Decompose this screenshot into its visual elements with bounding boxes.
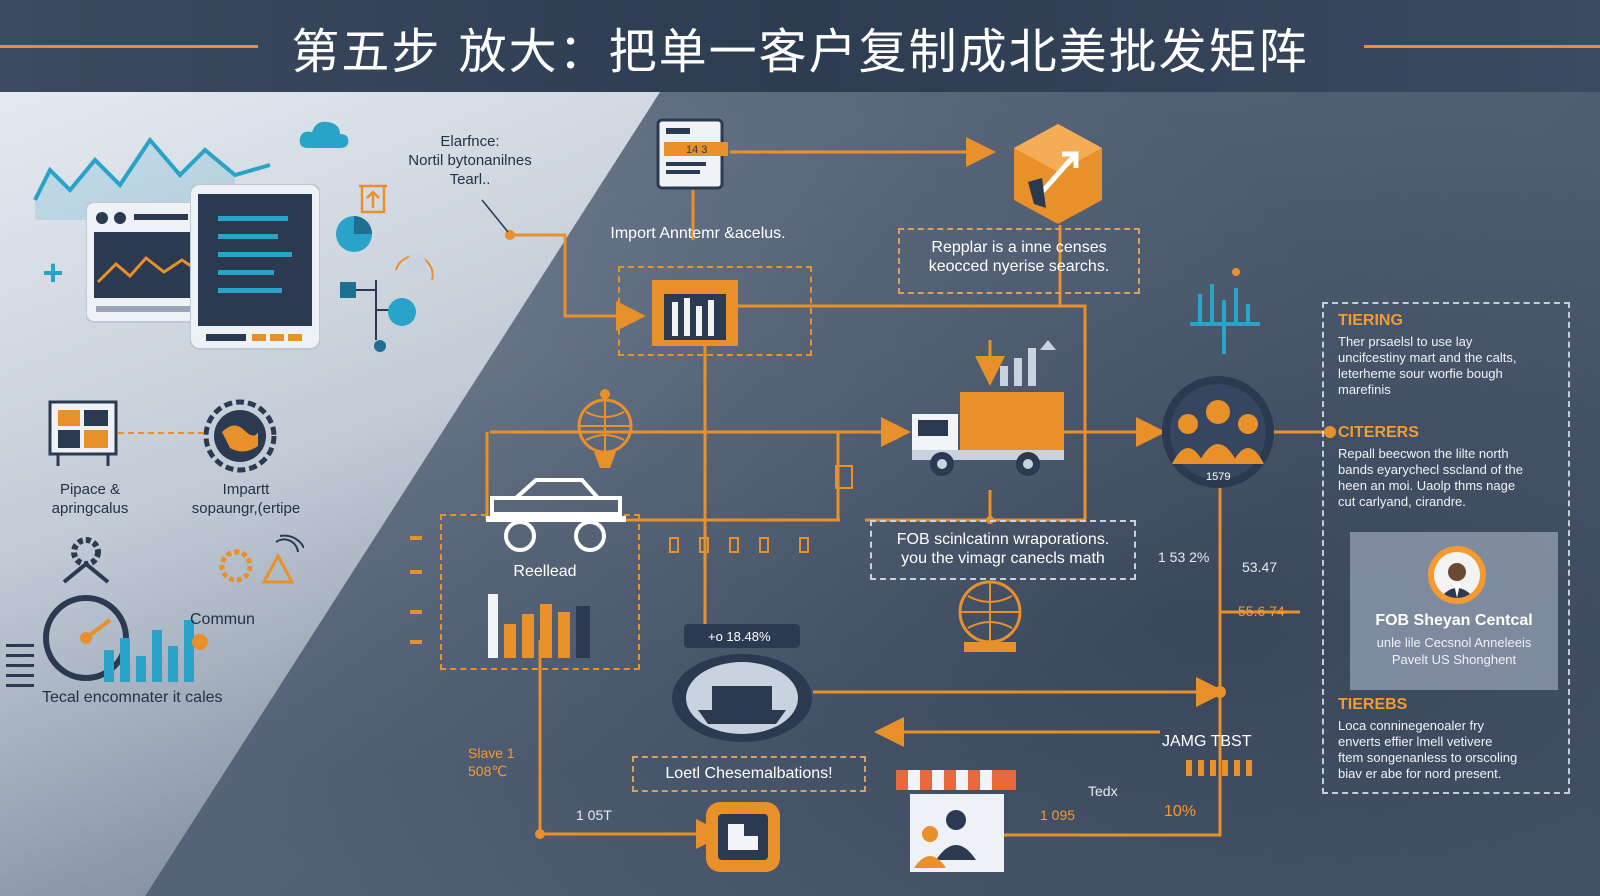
globe-gear-icon [200,396,280,476]
top-callout-text: Elarfnce: Nortil bytonanilnes Tearl.. [408,133,532,188]
n-1532: 1 53 2% [1158,549,1210,565]
pipace-label: Pipace & apringcalus [51,481,129,517]
section-tiering: TIERING Ther prsaelsl to use lay uncifce… [1330,312,1566,398]
loetl-box [632,756,866,792]
bar-chart-icon [484,584,604,660]
mountain-chart-icon [30,120,280,220]
repplar-text: Repplar is a inne censes keocced nyerise… [928,239,1110,275]
loetl-label: Loetl Chesemalbations! [665,765,833,782]
header-bar: 第五步 放大：把单一客户复制成北美批发矩阵 [0,0,1600,92]
slave-label: Slave 1 508℃ [468,745,515,779]
section-tierebs: TIEREBS Loca conninegenoaler fry enverts… [1330,696,1566,782]
n-5674: 55.6 74 [1238,603,1285,619]
n-5347: 53.47 [1242,559,1278,575]
section-tiering-head: TIERING [1338,312,1403,329]
jamg-label: JAMG TBST [1162,733,1252,750]
pie-chart-icon [334,214,374,254]
fob-box [870,520,1136,580]
section-tierebs-text: Loca conninegenoaler fry enverts effier … [1338,718,1518,781]
repplar-box [898,228,1140,294]
hub-label: 1579 [1206,471,1230,483]
globe-badge: +o 18.48% [708,629,771,644]
teal-bars-icon [1184,264,1264,354]
section-tierebs-head: TIEREBS [1338,696,1408,713]
plus-icon: + [42,252,64,293]
document-code: 14 3 [686,144,707,156]
commun-label: Commun [190,611,255,628]
bar-growth-icon [996,340,1056,386]
impartt-label: Impartt sopaungr,(ertipe [191,481,301,517]
upload-frame-icon [356,178,390,216]
section-tiering-text: Ther prsaelsl to use lay uncifcestiny ma… [1338,334,1517,397]
delivery-truck-icon [908,384,1068,480]
warehouse-building-icon [650,278,740,348]
cloud-icon [296,116,352,152]
section-citerers-head: CITERERS [1338,424,1419,441]
pct-10: 10% [1164,803,1197,820]
globe-basket-icon [950,578,1030,658]
fob-text: FOB scinlcatinn wraporations. you the vi… [896,531,1110,567]
puzzle-app-icon [704,800,782,874]
section-citerers-text: Repall beecwon the lilte north bands eya… [1338,446,1523,509]
gear-people-icon [56,534,116,584]
jamg-bars-icon [1184,756,1254,778]
monitor-chart-icon [86,202,206,332]
n-1095: 1 095 [1040,807,1076,823]
tecal-label: Tecal encomnater it cales [42,689,223,706]
reellead-label: Reellead [513,563,577,580]
storefront-meeting-icon [896,770,1016,874]
avatar [1428,546,1486,604]
n-105t: 1 05T [576,807,612,823]
network-nodes-icon [336,250,446,360]
profile-card: FOB Sheyan Centcal unle lile Cecsnol Ann… [1350,532,1558,690]
profile-name: FOB Sheyan Centcal [1375,612,1533,629]
tedx-label: Tedx [1088,783,1118,799]
import-label: Import Anntemr &acelus. [610,225,786,242]
right-info-panel [1322,302,1570,794]
dashboard-kiosk-icon [48,400,118,470]
callout-leader-line [481,199,509,233]
monitor-list-icon [190,184,320,354]
conveyor-car-icon [486,476,626,556]
header-line-right [1364,45,1600,48]
lantern-globe-icon [574,386,636,476]
header-line-left [0,45,258,48]
left-vertical-marks [408,530,428,660]
people-hub-icon: 1579 [1158,374,1278,494]
dashed-link-left [118,432,208,434]
import-box [618,266,812,356]
gauge-bars-icon [40,590,210,685]
person-icon [1440,563,1474,598]
profile-subtitle: unle lile Cecsnol Anneleeis Pavelt US Sh… [1376,635,1532,667]
page-title: 第五步 放大：把单一客户复制成北美批发矩阵 [291,24,1309,80]
gear-triangle-icon [214,526,304,590]
document-icon: 14 3 [654,118,730,192]
cube-arrow-icon [1012,122,1104,226]
ship-globe-icon: +o 18.48% [668,624,816,744]
section-citerers: CITERERS Repall beecwon the lilte north … [1330,424,1566,510]
list-lines-icon [6,640,36,694]
